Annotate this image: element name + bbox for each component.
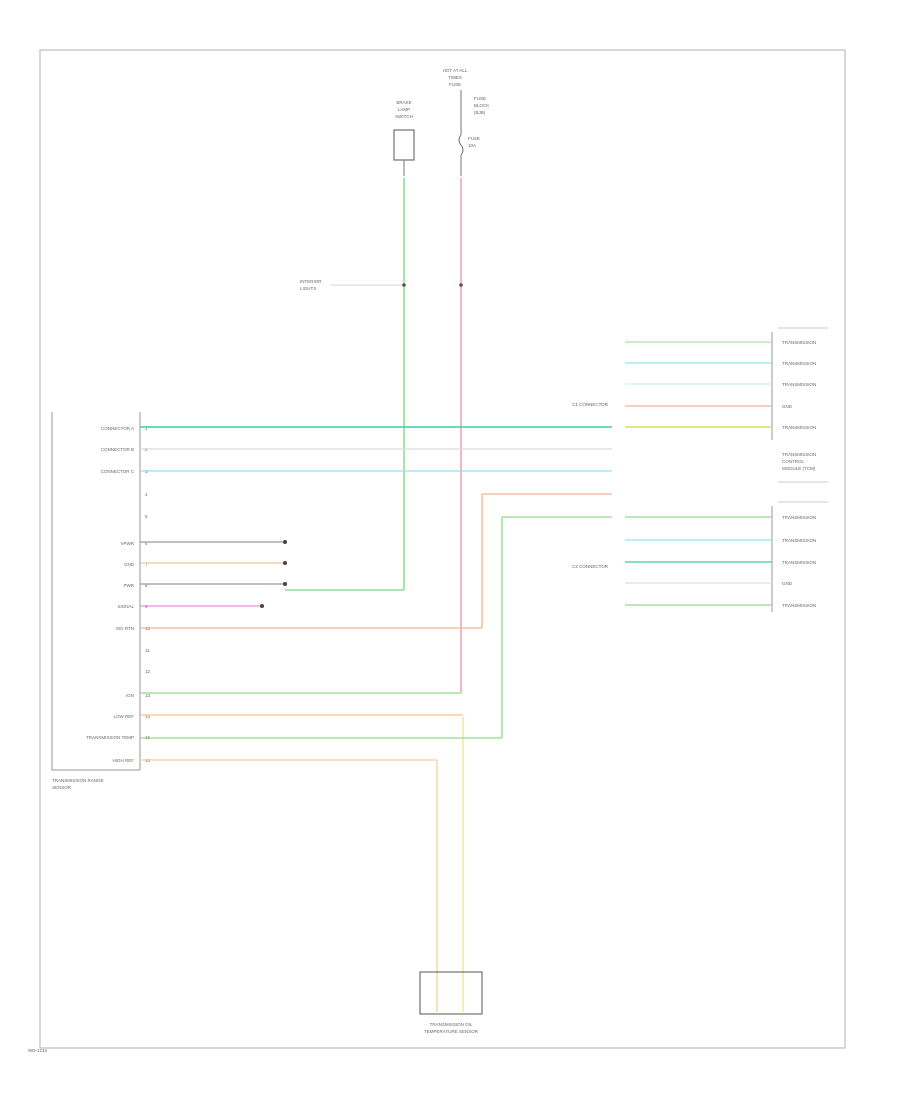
brake-lamp-switch: BRAKE LAMP SWITCH	[393, 100, 415, 176]
pin-label: TRANSMISSION TEMP	[86, 735, 134, 740]
pin-label: HIGH REF	[112, 758, 134, 763]
tcm-label-2: CONTROL	[782, 459, 804, 464]
fuse-rating-1: FUSE	[468, 136, 480, 141]
pin-label: GND	[124, 562, 135, 567]
left-module-label-2: SENSOR	[52, 785, 72, 790]
splice-label-2: LIGHTS	[300, 286, 316, 291]
pin-label: VPWR	[121, 541, 135, 546]
frame-corner-label: WD-1234	[28, 1048, 48, 1053]
fuse-note-1: FUSE	[474, 96, 486, 101]
pin-label: IGN	[126, 693, 134, 698]
transmission-oil-temperature-sensor: TRANSMISSION OIL TEMPERATURE SENSOR	[419, 971, 483, 1034]
tcm-label-3: MODULE (TCM)	[782, 466, 816, 471]
left-module-label-1: TRANSMISSION RANGE	[52, 778, 104, 783]
sensor-label-2: TEMPERATURE SENSOR	[424, 1029, 479, 1034]
c2-title: C2 CONNECTOR	[572, 564, 609, 569]
sensor-label-1: TRANSMISSION OIL	[430, 1022, 473, 1027]
brake-switch-label-2: LAMP	[398, 107, 410, 112]
right-connector-c1: C1 CONNECTOR TRANSMISSION TRANSMISSION T…	[572, 327, 828, 483]
splice-label-1: INTERIOR	[300, 279, 322, 284]
c1-title: C1 CONNECTOR	[572, 402, 609, 407]
horizontal-wires	[140, 426, 612, 761]
fuse-label-1: HOT AT ALL	[443, 68, 468, 73]
pin-number: 12	[145, 669, 151, 674]
c1-pin-label: TRANSMISSION	[782, 425, 816, 430]
pin-number: 1	[145, 426, 148, 431]
c2-pin-label: TRANSMISSION	[782, 560, 816, 565]
c2-pin-gnd: GND	[782, 581, 793, 586]
brake-switch-label-1: BRAKE	[396, 100, 411, 105]
pin-number: 4	[145, 492, 148, 497]
pin-label: CONNECTOR B	[101, 447, 134, 452]
pin-label: CONNECTOR C	[101, 469, 135, 474]
c1-pin-label: TRANSMISSION	[782, 340, 816, 345]
c1-pin-label: TRANSMISSION	[782, 382, 816, 387]
pin-number: 11	[145, 648, 150, 653]
c2-pin-label: TRANSMISSION	[782, 603, 816, 608]
pin-number: 13	[145, 693, 151, 698]
pin-number: 8	[145, 583, 148, 588]
pin-label: CONNECTOR A	[101, 426, 134, 431]
c1-pin-label: TRANSMISSION	[782, 361, 816, 366]
fuse-label-3: FUSE	[449, 82, 461, 87]
fuse-rating-2: 10A	[468, 143, 476, 148]
pin-label: SIG RTN	[116, 626, 134, 631]
c2-pin-label: TRANSMISSION	[782, 538, 816, 543]
fuse-note-3: (BJB)	[474, 110, 486, 115]
fuse-note-2: BLOCK	[474, 103, 489, 108]
right-connector-c2: C2 CONNECTOR TRANSMISSION TRANSMISSION T…	[572, 501, 828, 612]
pin-label: LOW REF	[113, 714, 134, 719]
left-pin-numbers: 1 2 3 4 5 6 7 8 9 10 11 12 13 14 15 16	[145, 426, 151, 763]
pin-number: 6	[145, 541, 148, 546]
pin-number: 7	[145, 562, 148, 567]
vertical-wires	[403, 178, 503, 985]
pin-label: SIGNAL	[117, 604, 134, 609]
terminal-dots	[260, 540, 287, 608]
pin-label: PWR	[124, 583, 135, 588]
diagram-frame	[39, 49, 846, 1049]
tcm-label-1: TRANSMISSION	[782, 452, 816, 457]
fuse-label-2: TIMES	[448, 75, 462, 80]
c1-pin-gnd: GND	[782, 404, 793, 409]
transmission-range-sensor: TRANSMISSION RANGE SENSOR	[51, 412, 141, 790]
pin-number: 14	[145, 714, 151, 719]
left-pin-labels: CONNECTOR A CONNECTOR B CONNECTOR C VPWR…	[86, 426, 135, 763]
interior-lights-splice: INTERIOR LIGHTS	[300, 279, 463, 291]
c2-pin-label: TRANSMISSION	[782, 515, 816, 520]
brake-switch-label-3: SWITCH	[395, 114, 413, 119]
hot-at-all-times-fuse: HOT AT ALL TIMES FUSE FUSE BLOCK (BJB) F…	[443, 68, 489, 176]
pin-number: 5	[145, 514, 148, 519]
